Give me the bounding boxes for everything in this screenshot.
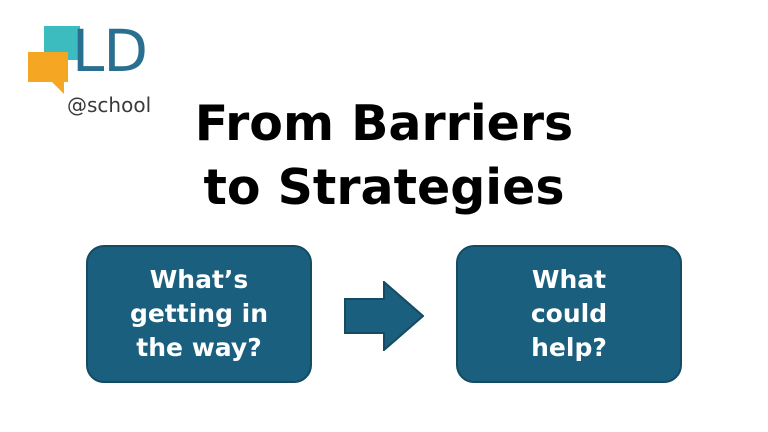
barriers-box: What’s getting in the way? bbox=[86, 245, 312, 383]
ldschool-logo: LD @school bbox=[0, 0, 190, 140]
strategies-box-text: What could help? bbox=[530, 265, 608, 362]
page-title: From Barriers to Strategies bbox=[0, 92, 768, 220]
barriers-box-text: What’s getting in the way? bbox=[129, 265, 269, 362]
logo-ld-text: LD bbox=[72, 17, 148, 85]
logo-school-text: @school bbox=[67, 93, 152, 117]
right-arrow-icon bbox=[344, 281, 424, 351]
orange-speech-bubble bbox=[28, 52, 68, 94]
title-line-1: From Barriers bbox=[194, 95, 574, 152]
strategies-box: What could help? bbox=[456, 245, 682, 383]
title-line-2: to Strategies bbox=[203, 159, 565, 216]
speech-bubbles-icon bbox=[28, 26, 80, 94]
